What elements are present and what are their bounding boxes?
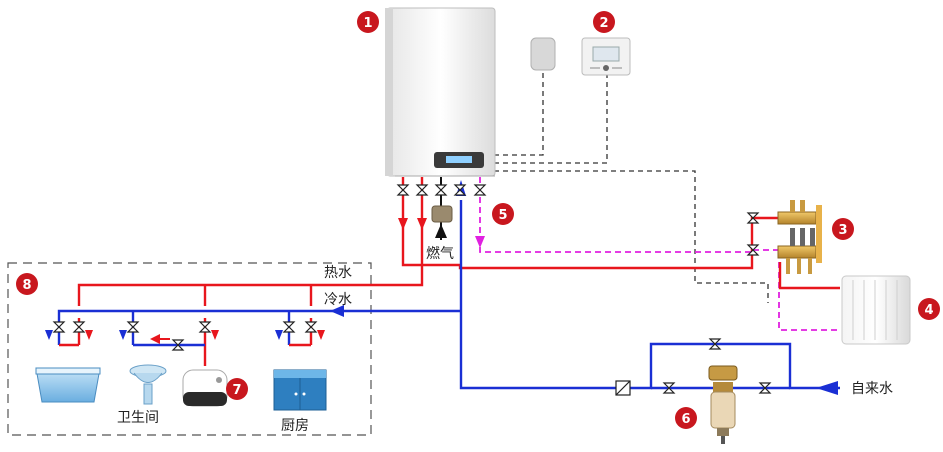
badge-5: 5: [492, 203, 514, 225]
badge-8: 8: [16, 273, 38, 295]
bathtub-icon: [35, 367, 101, 403]
svg-text:1: 1: [363, 16, 372, 31]
svg-text:4: 4: [924, 303, 933, 318]
badge-3: 3: [832, 218, 854, 240]
thermostat-icon: [581, 37, 631, 76]
household-zone-frame: [7, 262, 372, 436]
washbasin-icon: [129, 364, 167, 405]
gas-valve-icon: [431, 205, 453, 223]
room-sensor-icon: [530, 37, 556, 71]
tap-water-label: 自来水: [851, 381, 893, 397]
hot-water-label: 热水: [324, 265, 352, 281]
household-cold-pipes: [57, 309, 461, 347]
badge-7: 7: [226, 378, 248, 400]
badge-1: 1: [357, 11, 379, 33]
kitchen-label: 厨房: [281, 418, 309, 434]
wall-boiler-icon: [385, 7, 496, 177]
fixture-valves: [52, 321, 318, 351]
manifold-icon: [777, 200, 822, 274]
prefilter-icon: [708, 365, 738, 444]
hot-down-arrow: [398, 218, 408, 230]
tap-inlet-arrow: [816, 381, 838, 395]
bathroom-label: 卫生间: [117, 410, 159, 426]
badge-4: 4: [918, 298, 940, 320]
control-wiring: [494, 70, 769, 303]
svg-text:2: 2: [599, 16, 608, 31]
cold-supply-line: [459, 200, 840, 390]
return-down-arrow: [475, 236, 485, 248]
svg-text:5: 5: [498, 208, 507, 223]
svg-text:8: 8: [22, 278, 31, 293]
badge-2: 2: [593, 11, 615, 33]
svg-text:6: 6: [681, 412, 690, 427]
gas-label: 燃气: [426, 245, 454, 262]
fixture-arrows: [45, 330, 325, 344]
water-heater-icon: [182, 369, 228, 407]
radiator-icon: [841, 275, 911, 345]
boiler-valves: [396, 184, 487, 196]
cold-left-arrow: [330, 305, 344, 317]
svg-text:7: 7: [232, 383, 241, 398]
cold-line-valves: [615, 338, 772, 396]
hot-down-arrow: [417, 218, 427, 230]
manifold-valves: [746, 212, 760, 256]
badge-6: 6: [675, 407, 697, 429]
radiator-feed-line: [778, 262, 840, 290]
kitchen-cabinet-icon: [273, 369, 327, 411]
cold-water-label: 冷水: [324, 292, 352, 308]
svg-text:3: 3: [838, 223, 847, 238]
